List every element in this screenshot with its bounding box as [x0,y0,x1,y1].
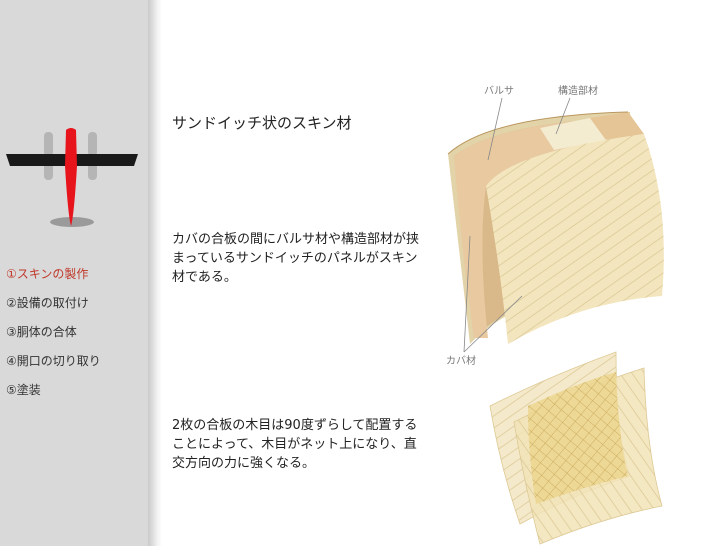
label-structural: 構造部材 [558,84,598,97]
sidebar-shadow [148,0,162,546]
label-balsa: バルサ [484,85,514,97]
section-nav: ①スキンの製作 ②設備の取付け ③胴体の合体 ④開口の切り取り ⑤塗装 [6,265,101,410]
plywood-sheets [489,351,663,545]
nav-item-skin[interactable]: ①スキンの製作 [6,267,89,281]
leader-line-birch-1 [463,235,471,353]
leader-line-balsa [487,97,503,161]
paragraph-sandwich: カバの合板の間にバルサ材や構造部材が挟まっているサンドイッチのパネルがスキン材で… [172,232,420,285]
page-title: サンドイッチ状のスキン材 [172,114,352,132]
sandwich-panel [447,111,664,344]
nav-item-fuselage[interactable]: ③胴体の合体 [6,325,77,339]
skin-diagram: バルサ 構造部材 カバ材 [446,84,664,545]
nav-item-paint[interactable]: ⑤塗装 [6,383,41,397]
sidebar: ①スキンの製作 ②設備の取付け ③胴体の合体 ④開口の切り取り ⑤塗装 [0,0,148,546]
paragraph-grain: 2枚の合板の木目は90度ずらして配置することによって、木目がネット上になり、直交… [172,418,418,471]
label-birch: カバ材 [446,354,476,367]
leader-line-birch-2 [463,295,523,353]
nav-item-opening[interactable]: ④開口の切り取り [6,354,101,368]
leader-line-structural [555,97,571,135]
nav-item-equipment[interactable]: ②設備の取付け [6,296,89,310]
aircraft-icon [6,128,138,227]
